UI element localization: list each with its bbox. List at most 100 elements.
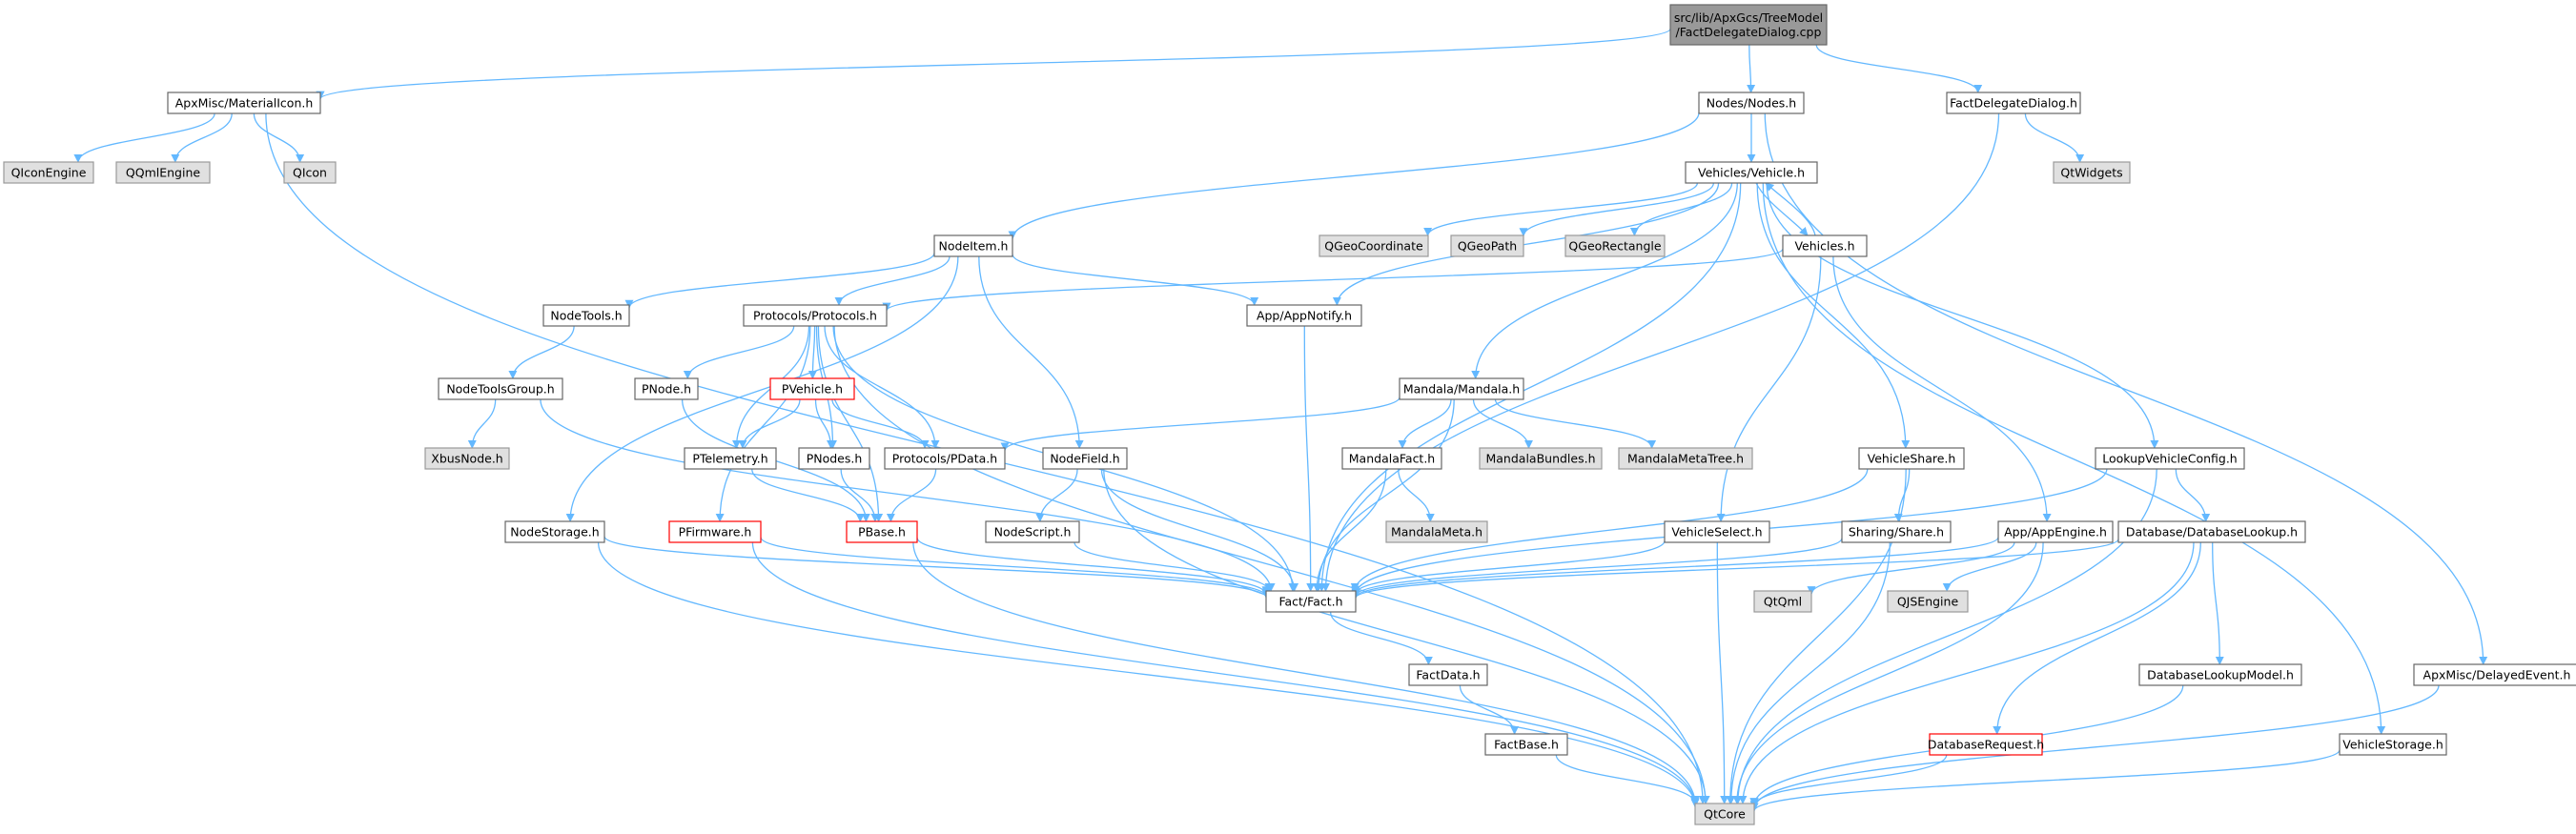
edge-mandalafact_h-to-fact_h bbox=[1312, 468, 1387, 592]
node-label: PFirmware.h bbox=[679, 525, 752, 539]
node-protocols_h[interactable]: Protocols/Protocols.h bbox=[743, 304, 888, 327]
node-label: PBase.h bbox=[858, 525, 906, 539]
node-label: QQmlEngine bbox=[126, 166, 200, 180]
edge-nodetools_h-to-nodetoolsgroup_h bbox=[508, 325, 575, 379]
node-box bbox=[1246, 304, 1362, 327]
edge-delayedevent_h-to-qtcore bbox=[1749, 684, 2440, 810]
edge-databaselookup_h-to-fact_h bbox=[1351, 539, 2119, 600]
edge-root-to-nodes_h bbox=[1747, 44, 1756, 93]
edge-pvehicle_h-to-ptelemetry_h bbox=[738, 398, 801, 449]
edge-databaselookup_h-to-databaselookupmodel_h bbox=[2212, 541, 2224, 665]
node-nodetoolsgroup_h[interactable]: NodeToolsGroup.h bbox=[438, 377, 563, 400]
node-nodescript_h[interactable]: NodeScript.h bbox=[985, 520, 1080, 543]
node-qicon: QIcon bbox=[283, 161, 337, 184]
node-vehicles_h[interactable]: Vehicles.h bbox=[1782, 234, 1868, 257]
edge-protocols_h-to-pvehicle_h bbox=[808, 325, 817, 379]
edge-mandala_h-to-mandalametatree_h bbox=[1494, 398, 1657, 449]
node-factdata_h[interactable]: FactData.h bbox=[1408, 663, 1488, 686]
node-pdata_h[interactable]: Protocols/PData.h bbox=[884, 447, 1006, 470]
node-nodeitem_h[interactable]: NodeItem.h bbox=[933, 234, 1013, 257]
node-box bbox=[2095, 447, 2245, 470]
node-nodestorage_h[interactable]: NodeStorage.h bbox=[504, 520, 605, 543]
node-label: QtWidgets bbox=[2060, 166, 2122, 180]
node-label: QtQml bbox=[1764, 595, 1802, 609]
node-box bbox=[743, 304, 888, 327]
node-pvehicle_h[interactable]: PVehicle.h bbox=[769, 377, 855, 400]
edge-nodes_h-to-delayedevent_h bbox=[1764, 112, 2488, 665]
edge-root-to-materialicon bbox=[316, 28, 1671, 100]
edge-nodeitem_h-to-appnotify_h bbox=[1012, 254, 1259, 306]
node-qgeorectangle: QGeoRectangle bbox=[1564, 234, 1666, 257]
node-mandala_h[interactable]: Mandala/Mandala.h bbox=[1399, 377, 1524, 400]
node-label: App/AppNotify.h bbox=[1257, 309, 1352, 323]
node-box bbox=[542, 304, 630, 327]
edge-vehiclestorage_h-to-qtcore bbox=[1749, 749, 2341, 812]
node-ptelemetry_h[interactable]: PTelemetry.h bbox=[684, 447, 777, 470]
edge-vehicles_h-to-vehicle_h bbox=[1765, 182, 1816, 236]
node-appnotify_h[interactable]: App/AppNotify.h bbox=[1246, 304, 1362, 327]
node-label: src/lib/ApxGcs/TreeModel bbox=[1674, 10, 1823, 25]
node-xbusnode_h: XbusNode.h bbox=[424, 447, 510, 470]
node-vehicleshare_h[interactable]: VehicleShare.h bbox=[1858, 447, 1965, 470]
node-factbase_h[interactable]: FactBase.h bbox=[1484, 733, 1568, 756]
node-box bbox=[1664, 520, 1770, 543]
edge-nodestorage_h-to-fact_h bbox=[603, 536, 1271, 599]
node-databaselookup_h[interactable]: Database/DatabaseLookup.h bbox=[2117, 520, 2306, 543]
node-databaserequest_h[interactable]: DatabaseRequest.h bbox=[1928, 733, 2044, 756]
edge-databaselookup_h-to-qtcore bbox=[1738, 541, 2195, 804]
node-box bbox=[504, 520, 605, 543]
node-root[interactable]: src/lib/ApxGcs/TreeModel/FactDelegateDia… bbox=[1669, 4, 1828, 46]
node-pnode_h[interactable]: PNode.h bbox=[634, 377, 699, 400]
node-box bbox=[1698, 92, 1805, 114]
node-fact_h[interactable]: Fact/Fact.h bbox=[1265, 590, 1357, 613]
node-lookupvehicleconfig_h[interactable]: LookupVehicleConfig.h bbox=[2095, 447, 2245, 470]
node-label: Vehicles/Vehicle.h bbox=[1698, 166, 1805, 180]
node-nodes_h[interactable]: Nodes/Nodes.h bbox=[1698, 92, 1805, 114]
node-label: DatabaseLookupModel.h bbox=[2147, 668, 2294, 682]
node-box bbox=[283, 161, 337, 184]
node-label: Fact/Fact.h bbox=[1278, 595, 1342, 609]
node-vehicleselect_h[interactable]: VehicleSelect.h bbox=[1664, 520, 1770, 543]
node-label: FactDelegateDialog.h bbox=[1950, 96, 2077, 111]
node-label: FactBase.h bbox=[1494, 738, 1559, 752]
edge-factdata_h-to-factbase_h bbox=[1459, 684, 1520, 735]
node-box bbox=[115, 161, 211, 184]
node-mandalafact_h[interactable]: MandalaFact.h bbox=[1341, 447, 1442, 470]
node-databaselookupmodel_h[interactable]: DatabaseLookupModel.h bbox=[2138, 663, 2302, 686]
node-appengine_h[interactable]: App/AppEngine.h bbox=[1997, 520, 2114, 543]
edge-pbase_h-to-qtcore bbox=[912, 541, 1700, 805]
node-nodefield_h[interactable]: NodeField.h bbox=[1042, 447, 1128, 470]
edge-vehicles_h-to-protocols_h bbox=[882, 248, 1784, 312]
edge-vehicle_h-to-lookupvehicleconfig_h bbox=[1766, 182, 2159, 449]
node-label: ApxMisc/MaterialIcon.h bbox=[175, 96, 314, 111]
node-box bbox=[684, 447, 777, 470]
node-factdelegatedialog_h[interactable]: FactDelegateDialog.h bbox=[1946, 92, 2081, 114]
node-pfirmware_h[interactable]: PFirmware.h bbox=[668, 520, 762, 543]
edge-root-to-factdelegatedialog_h bbox=[1815, 44, 1983, 93]
node-nodetools_h[interactable]: NodeTools.h bbox=[542, 304, 630, 327]
node-label: MandalaFact.h bbox=[1349, 452, 1435, 466]
node-mandalabundles_h: MandalaBundles.h bbox=[1479, 447, 1603, 470]
node-label: PNode.h bbox=[642, 382, 691, 397]
node-sharing_h[interactable]: Sharing/Share.h bbox=[1841, 520, 1952, 543]
node-vehiclestorage_h[interactable]: VehicleStorage.h bbox=[2339, 733, 2447, 756]
node-label: QGeoCoordinate bbox=[1324, 239, 1423, 254]
edge-materialicon-to-qqmlengine bbox=[171, 112, 233, 163]
node-pnodes_h[interactable]: PNodes.h bbox=[798, 447, 870, 470]
node-qiconengine: QIconEngine bbox=[3, 161, 94, 184]
node-delayedevent_h[interactable]: ApxMisc/DelayedEvent.h bbox=[2413, 663, 2576, 686]
edge-databaselookup_h-to-databaserequest_h bbox=[1993, 541, 2201, 735]
node-pbase_h[interactable]: PBase.h bbox=[846, 520, 918, 543]
edge-factdelegatedialog_h-to-qtwidgets bbox=[2024, 112, 2085, 163]
edge-nodeitem_h-to-protocols_h bbox=[834, 255, 951, 306]
node-label: VehicleSelect.h bbox=[1671, 525, 1762, 539]
node-vehicle_h[interactable]: Vehicles/Vehicle.h bbox=[1685, 161, 1818, 184]
node-label: QIconEngine bbox=[11, 166, 87, 180]
node-materialicon[interactable]: ApxMisc/MaterialIcon.h bbox=[167, 92, 321, 114]
node-label: QGeoRectangle bbox=[1568, 239, 1661, 254]
edge-protocols_h-to-pnode_h bbox=[683, 325, 795, 379]
edge-nodetoolsgroup_h-to-xbusnode_h bbox=[467, 398, 497, 449]
edge-mandala_h-to-pdata_h bbox=[1000, 397, 1400, 452]
node-box bbox=[1694, 803, 1755, 825]
node-qgeopath: QGeoPath bbox=[1450, 234, 1524, 257]
